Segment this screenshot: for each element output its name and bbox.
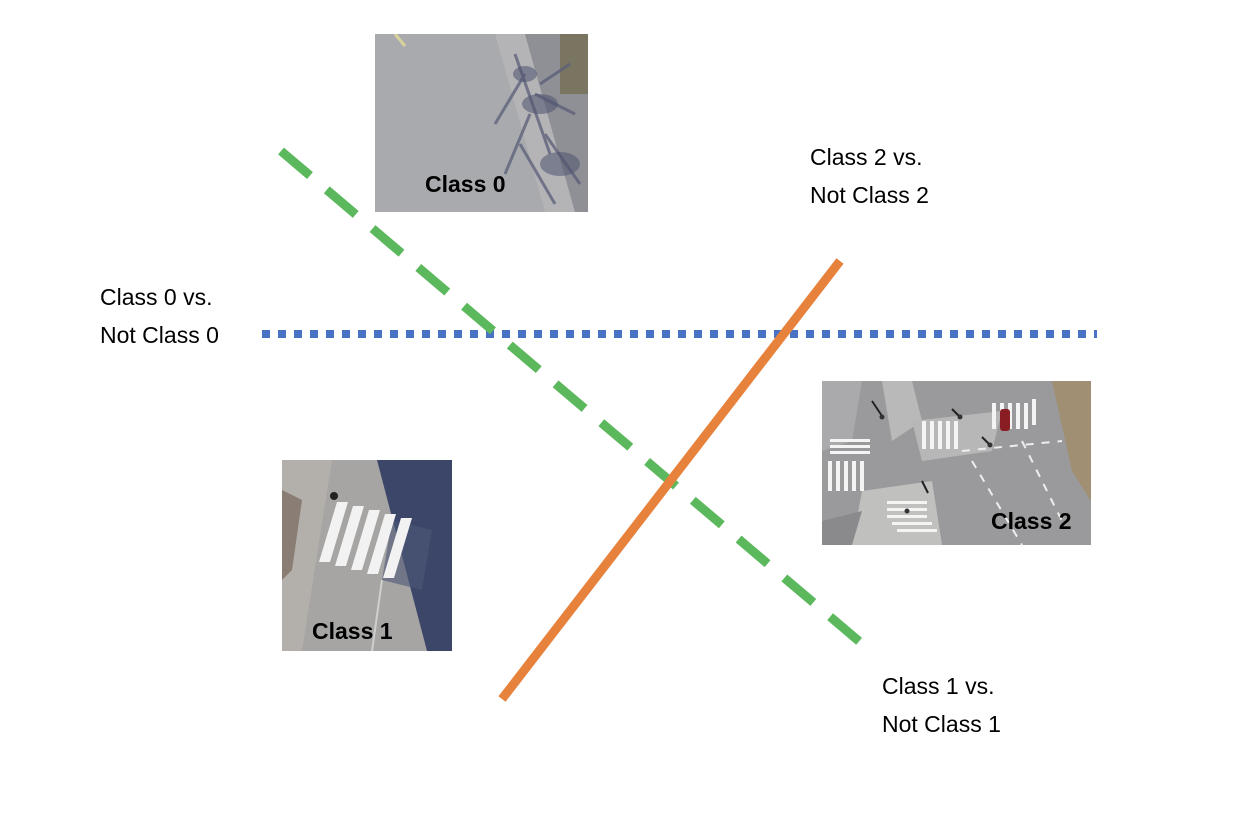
class2-boundary-label-line1: Class 2 vs.	[810, 144, 923, 170]
class1-boundary-line	[278, 147, 870, 652]
class0-boundary-label-line2: Not Class 0	[100, 322, 219, 348]
class1-aerial-image: Class 1	[282, 460, 452, 651]
class2-boundary-label: Class 2 vs. Not Class 2	[810, 138, 929, 214]
class2-boundary-line	[498, 258, 844, 702]
class2-label: Class 2	[991, 508, 1072, 534]
class1-label: Class 1	[312, 618, 393, 644]
class0-aerial-image: Class 0	[375, 34, 588, 212]
class1-boundary-label-line2: Not Class 1	[882, 711, 1001, 737]
class0-boundary-label-line1: Class 0 vs.	[100, 284, 213, 310]
class0-boundary-label: Class 0 vs. Not Class 0	[100, 278, 219, 354]
class0-label: Class 0	[425, 171, 506, 197]
class1-boundary-label-line1: Class 1 vs.	[882, 673, 995, 699]
class1-boundary-label: Class 1 vs. Not Class 1	[882, 667, 1001, 743]
class2-aerial-image: Class 2	[822, 381, 1091, 545]
class2-boundary-label-line2: Not Class 2	[810, 182, 929, 208]
